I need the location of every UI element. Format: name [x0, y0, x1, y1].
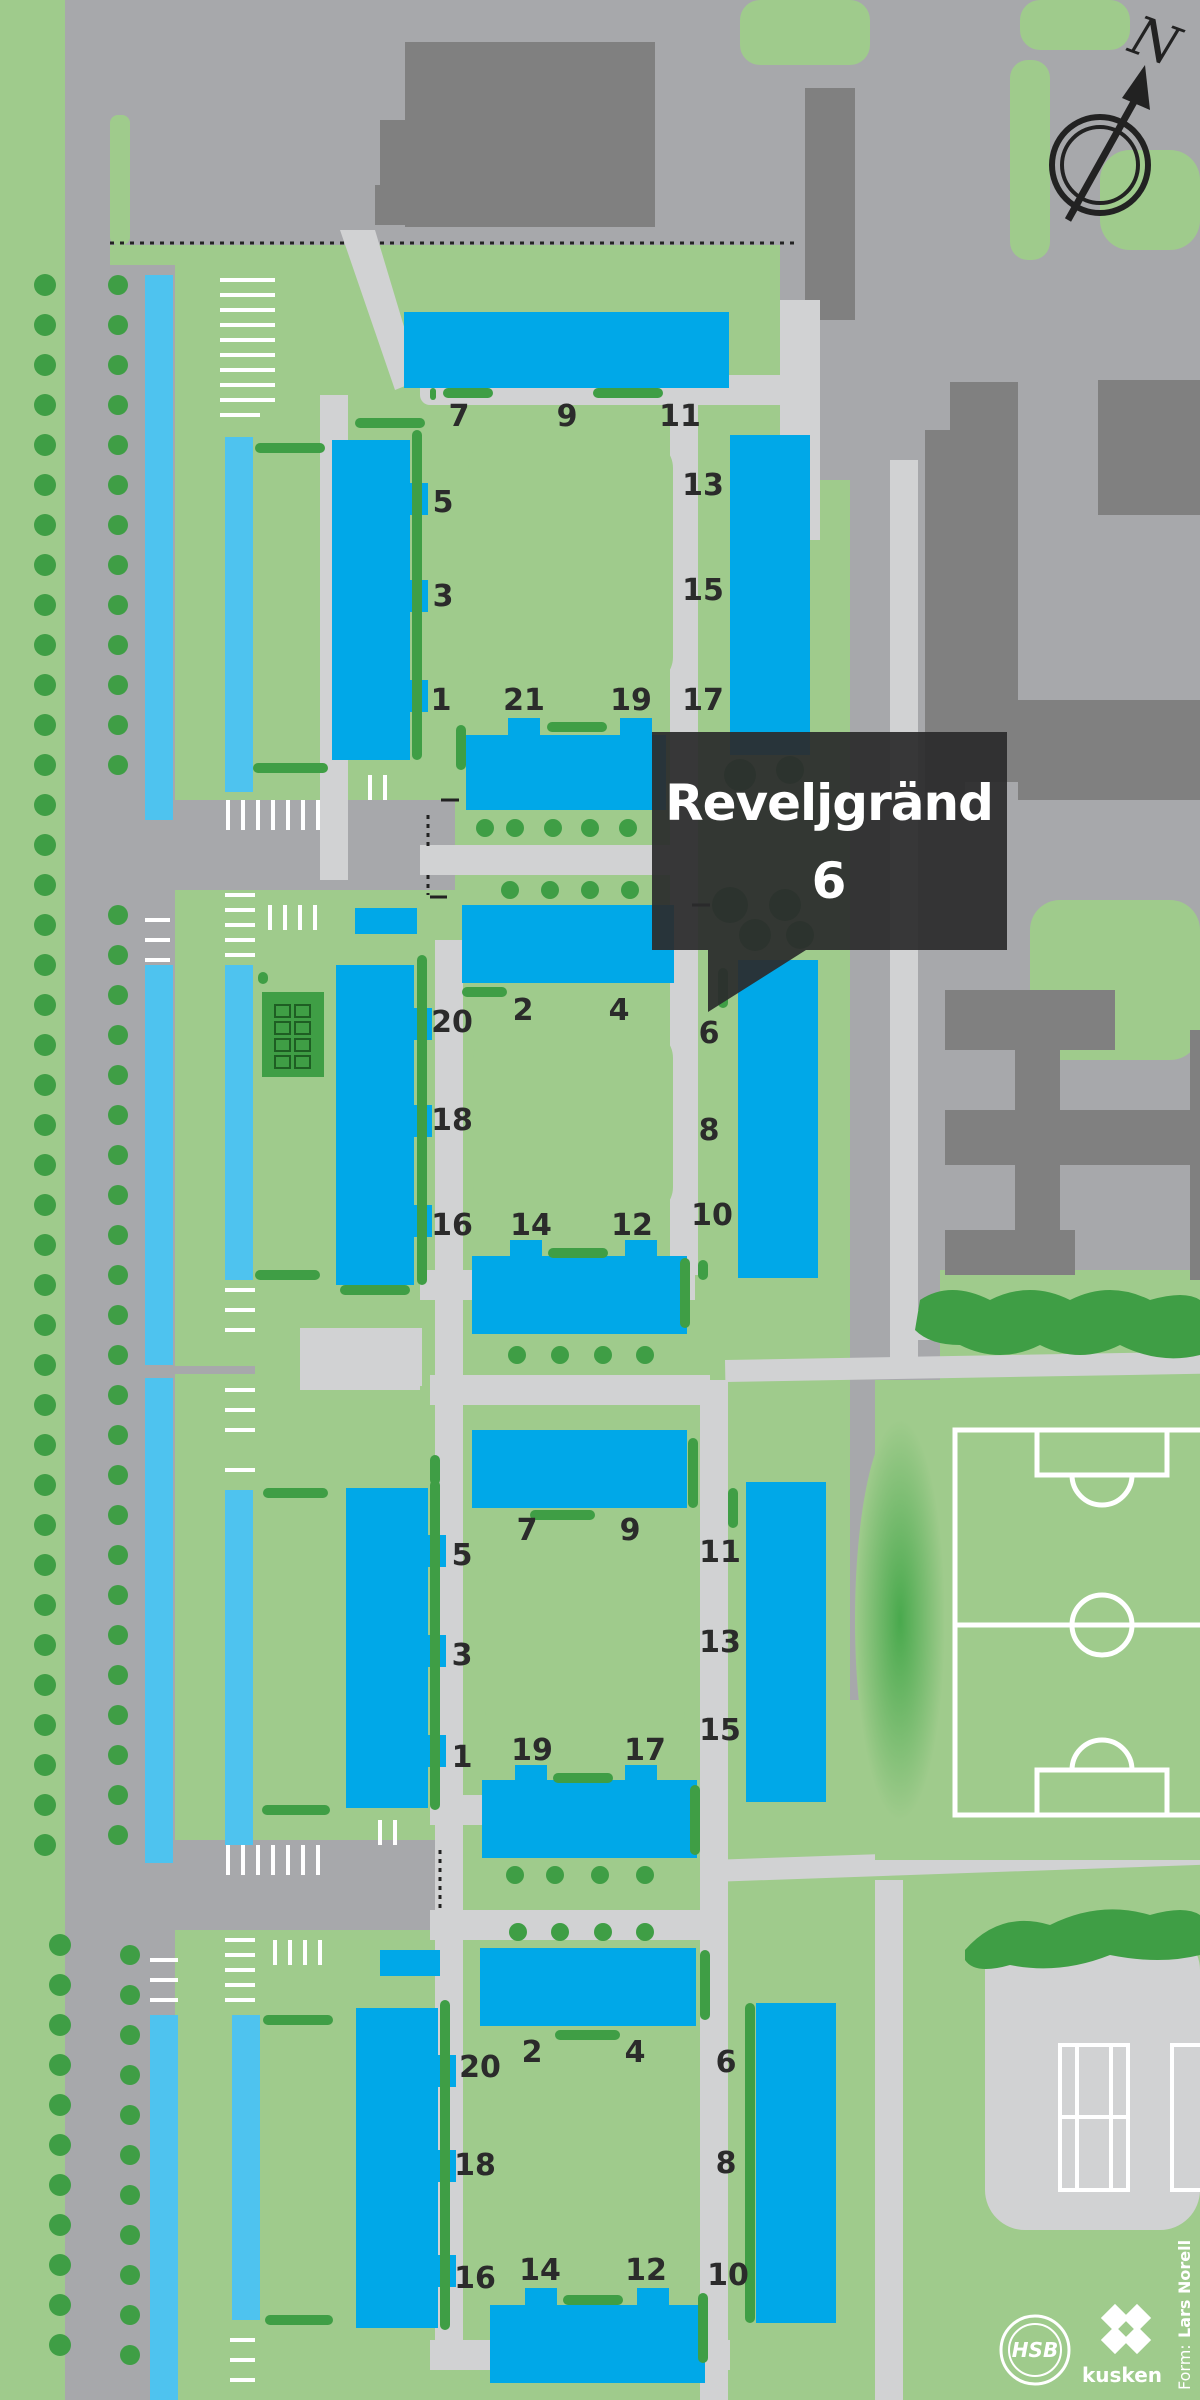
house-number: 13 [682, 468, 724, 503]
play-area [262, 992, 422, 1386]
house-number: 6 [716, 2045, 737, 2080]
house-number: 8 [699, 1113, 720, 1148]
house-number: 2 [522, 2035, 543, 2070]
house-number: 11 [699, 1535, 741, 1570]
house-number: 8 [716, 2146, 737, 2181]
house-number: 14 [510, 1208, 552, 1243]
hsb-logo-text: HSB [1012, 2338, 1058, 2362]
house-number: 13 [699, 1625, 741, 1660]
house-number: 9 [620, 1513, 641, 1548]
house-number: 9 [557, 399, 578, 434]
hedges [253, 388, 755, 2363]
hsb-logo: HSB [999, 2314, 1071, 2386]
house-number: 6 [699, 1016, 720, 1051]
house-number: 12 [611, 1208, 653, 1243]
house-number: 21 [503, 683, 545, 718]
house-number: 7 [449, 399, 470, 434]
house-number: 3 [452, 1638, 473, 1673]
kusken-logo-text: kusken [1082, 2363, 1162, 2387]
designer-credit: Form: Lars Norell [1175, 2240, 1194, 2390]
house-number: 11 [659, 399, 701, 434]
callout-street-name: Reveljgränd [665, 774, 993, 832]
house-number: 17 [624, 1733, 666, 1768]
house-number: 4 [625, 2035, 646, 2070]
tennis-courts [1058, 2043, 1200, 2192]
house-numbers: 7 9 11 5 3 1 13 15 17 21 19 2 4 6 20 18 … [431, 399, 749, 2296]
courtyard-lawns [468, 440, 690, 2275]
house-number: 19 [511, 1733, 553, 1768]
house-number: 2 [513, 993, 534, 1028]
parking-stripes [145, 278, 397, 2382]
neighbor-buildings [375, 42, 1200, 1280]
house-number: 20 [431, 1005, 473, 1040]
house-number: 16 [431, 1208, 473, 1243]
house-number: 18 [431, 1103, 473, 1138]
kusken-logo: kusken [1082, 2303, 1162, 2387]
house-number: 20 [459, 2050, 501, 2085]
credit-name: Lars Norell [1175, 2240, 1194, 2338]
garage-rows [145, 275, 260, 2400]
house-number: 1 [431, 683, 452, 718]
credit-prefix: Form: [1175, 2344, 1194, 2390]
address-callout: Reveljgränd 6 [652, 732, 1007, 1012]
house-number: 5 [433, 485, 454, 520]
house-number: 17 [682, 683, 724, 718]
house-number: 12 [625, 2253, 667, 2288]
house-number: 15 [682, 573, 724, 608]
house-number: 14 [519, 2253, 561, 2288]
callout-house-number: 6 [812, 852, 847, 910]
house-number: 4 [609, 993, 630, 1028]
house-number: 5 [452, 1538, 473, 1573]
house-number: 7 [517, 1513, 538, 1548]
house-number: 3 [433, 579, 454, 614]
house-number: 10 [707, 2258, 749, 2293]
house-number: 15 [699, 1713, 741, 1748]
house-number: 16 [454, 2261, 496, 2296]
house-number: 1 [452, 1740, 473, 1775]
house-number: 18 [454, 2148, 496, 2183]
soccer-field [855, 1380, 1200, 1860]
tree-clusters [915, 1290, 1200, 1969]
residential-buildings [332, 312, 836, 2383]
house-number: 10 [691, 1198, 733, 1233]
house-number: 19 [610, 683, 652, 718]
